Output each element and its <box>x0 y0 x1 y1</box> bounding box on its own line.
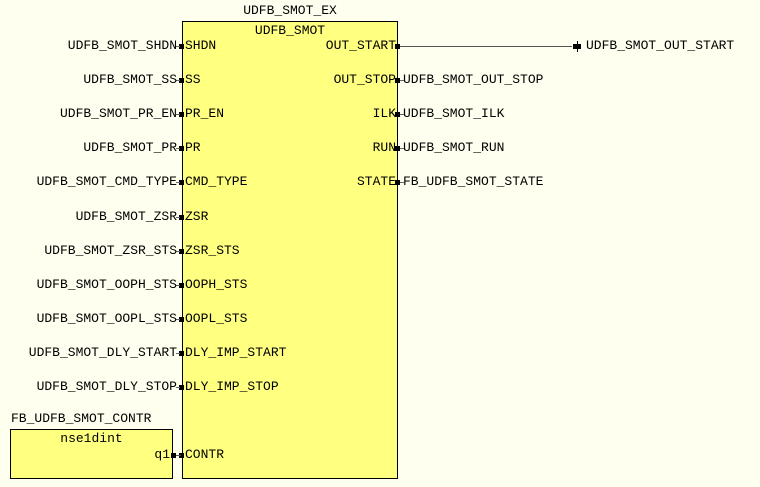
input-pin-cmd-type[interactable] <box>179 180 184 186</box>
input-signal-label[interactable]: UDFB_SMOT_PR <box>83 140 177 156</box>
input-pin-label: ZSR_STS <box>185 242 240 258</box>
input-pin-zsr-sts[interactable] <box>179 248 184 254</box>
input-signal-label[interactable]: UDFB_SMOT_CMD_TYPE <box>36 174 177 190</box>
output-pin-label: RUN <box>372 140 396 156</box>
input-stub <box>176 46 180 47</box>
input-pin-label: OOPH_STS <box>185 276 248 292</box>
input-pin-label: DLY_IMP_START <box>185 344 287 360</box>
input-stub <box>176 352 180 354</box>
input-pin-label: PR <box>185 140 201 156</box>
output-signal-label[interactable]: UDFB_SMOT_OUT_START <box>586 38 735 53</box>
sub-output-pin-label: q1 <box>154 447 170 462</box>
input-stub <box>176 148 180 150</box>
sub-block-type-name: nse1dint <box>60 431 123 446</box>
input-pin-pr[interactable] <box>179 146 184 152</box>
input-signal-label[interactable]: UDFB_SMOT_OOPH_STS <box>36 276 177 292</box>
input-pin-label: PR_EN <box>185 106 225 122</box>
sub-block-instance-name: FB_UDFB_SMOT_CONTR <box>11 411 152 426</box>
input-pin-dly-imp-stop[interactable] <box>179 385 184 390</box>
output-signal-label[interactable]: FB_UDFB_SMOT_STATE <box>403 174 544 190</box>
input-stub <box>176 182 180 184</box>
input-stub <box>176 284 180 286</box>
input-pin-oopl-sts[interactable] <box>179 316 184 322</box>
output-stub <box>400 80 404 82</box>
main-block-instance-name: UDFB_SMOT_EX <box>243 3 337 18</box>
input-stub <box>176 387 180 388</box>
input-stub <box>176 80 180 82</box>
input-signal-label[interactable]: UDFB_SMOT_ZSR <box>75 208 177 224</box>
input-signal-label[interactable]: UDFB_SMOT_OOPL_STS <box>36 310 177 326</box>
output-pin-run[interactable] <box>395 146 400 152</box>
output-signal-label[interactable]: UDFB_SMOT_ILK <box>403 106 505 122</box>
input-pin-ss[interactable] <box>179 78 184 84</box>
input-stub <box>176 250 180 252</box>
output-pin-ilk[interactable] <box>395 112 400 118</box>
output-pin-label: STATE <box>356 174 396 190</box>
output-signal-label[interactable]: UDFB_SMOT_RUN <box>403 140 505 156</box>
out-start-wire[interactable] <box>400 46 572 47</box>
wire-junction-tick <box>577 41 578 52</box>
output-pin-label: OUT_STOP <box>333 72 396 88</box>
input-pin-label: OOPL_STS <box>185 310 248 326</box>
input-pin-label: DLY_IMP_STOP <box>185 379 279 394</box>
output-pin-label: ILK <box>372 106 396 122</box>
input-stub <box>176 216 180 218</box>
input-pin-label: CONTR <box>185 447 225 462</box>
input-stub <box>176 318 180 320</box>
input-pin-contr[interactable] <box>179 453 184 458</box>
input-signal-label[interactable]: UDFB_SMOT_SHDN <box>67 38 177 53</box>
input-pin-shdn[interactable] <box>179 44 184 49</box>
output-signal-label[interactable]: UDFB_SMOT_OUT_STOP <box>403 72 544 88</box>
output-pin-out-stop[interactable] <box>395 78 400 84</box>
input-pin-zsr[interactable] <box>179 214 184 220</box>
q1-to-contr-wire[interactable] <box>176 455 181 456</box>
input-signal-label[interactable]: UDFB_SMOT_DLY_START <box>28 344 177 360</box>
output-stub <box>400 182 404 184</box>
output-pin-label: OUT_START <box>325 38 396 53</box>
input-signal-label[interactable]: UDFB_SMOT_SS <box>83 72 177 88</box>
input-pin-ooph-sts[interactable] <box>179 282 184 288</box>
input-pin-dly-imp-start[interactable] <box>179 350 184 356</box>
input-signal-label[interactable]: UDFB_SMOT_DLY_STOP <box>36 379 177 394</box>
input-signal-label[interactable]: UDFB_SMOT_PR_EN <box>59 106 177 122</box>
sub-output-pin-q1[interactable] <box>171 453 176 458</box>
input-pin-label: SS <box>185 72 201 88</box>
input-pin-pr-en[interactable] <box>179 112 184 118</box>
function-block-udfb-smot[interactable]: UDFB_SMOT <box>182 21 398 479</box>
output-stub <box>400 114 404 116</box>
output-stub <box>400 148 404 150</box>
input-pin-label: ZSR <box>185 208 209 224</box>
function-block-nse1dint[interactable]: nse1dint <box>10 429 173 479</box>
input-stub <box>176 114 180 116</box>
main-block-type-name: UDFB_SMOT <box>254 23 326 38</box>
input-pin-label: CMD_TYPE <box>185 174 248 190</box>
input-signal-label[interactable]: UDFB_SMOT_ZSR_STS <box>44 242 177 258</box>
output-pin-out-start[interactable] <box>395 44 400 49</box>
input-pin-label: SHDN <box>185 38 217 53</box>
output-pin-state[interactable] <box>395 180 400 186</box>
